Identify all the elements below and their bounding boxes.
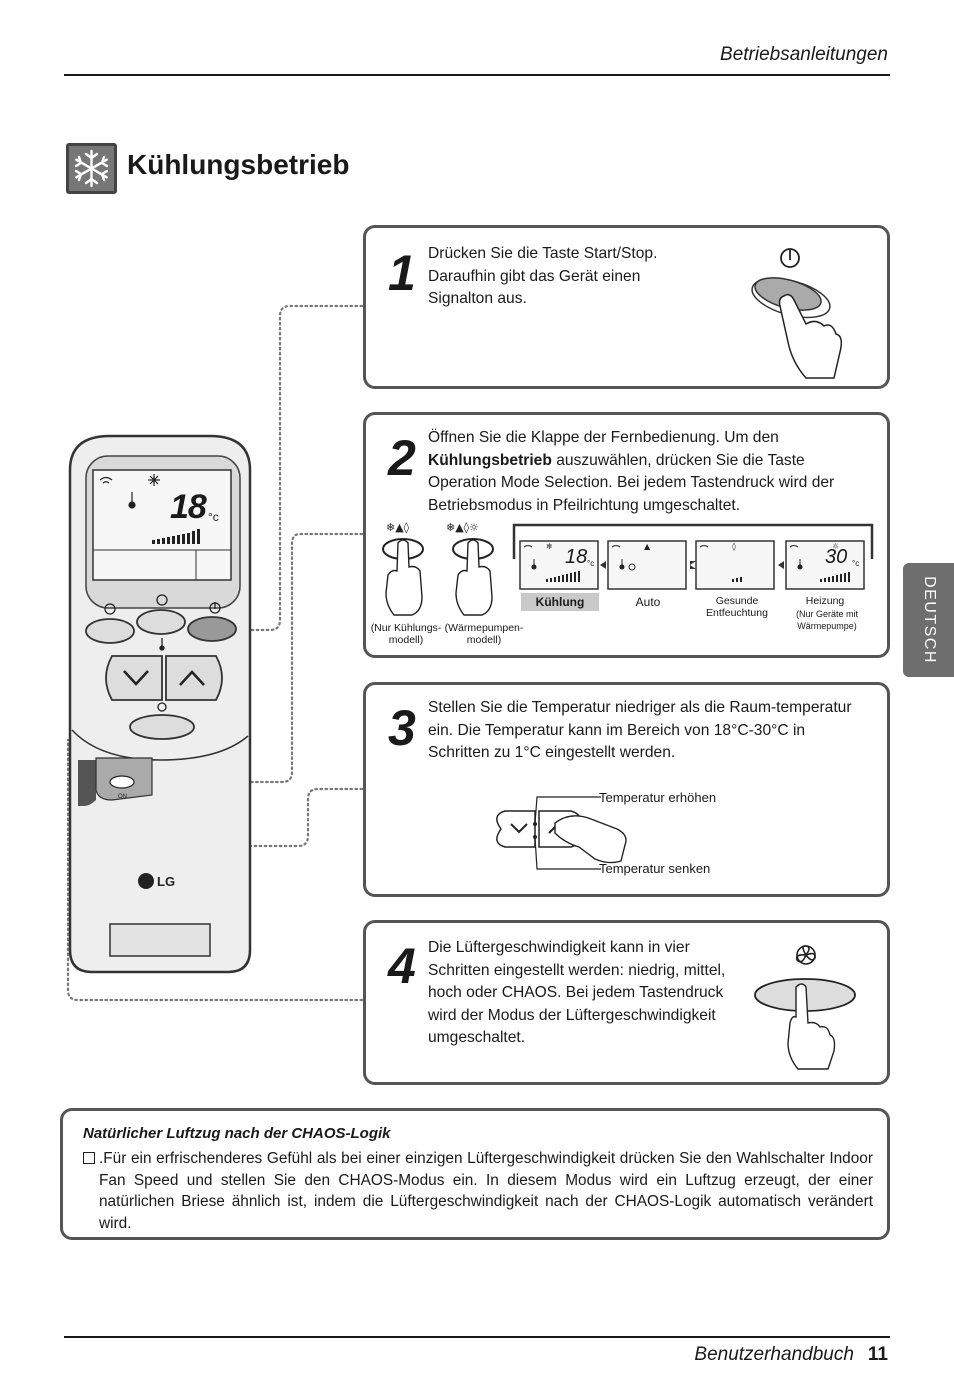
mode-icons-cooling-model: ❄▲◊: [386, 521, 410, 534]
caption-line: (Nur Kühlungs-: [370, 622, 442, 634]
svg-text:❄: ❄: [546, 542, 553, 551]
start-stop-button-hand-illustration: [751, 248, 843, 379]
fan-icon: [795, 945, 816, 965]
step-4-number: 4: [388, 938, 416, 994]
mode-label-cooling: Kühlung: [521, 593, 599, 611]
step-3-text: Stellen Sie die Temperatur niedriger als…: [428, 697, 852, 765]
svg-text:◊: ◊: [732, 542, 736, 551]
step-1-number: 1: [388, 245, 416, 301]
svg-text:▲: ▲: [644, 542, 651, 551]
mode-heating-temp: 30: [825, 546, 848, 568]
temperature-up-label: Temperatur erhöhen: [599, 790, 717, 805]
header-rule: [64, 74, 890, 76]
step-2-box: 2 Öffnen Sie die Klappe der Fernbedienun…: [363, 412, 890, 658]
step-2-line: Betriebsmodus in Pfeilrichtung umgeschal…: [428, 496, 741, 514]
note-title: Natürlicher Luftzug nach der CHAOS-Logik: [83, 1125, 391, 1142]
step-1-line: Drücken Sie die Taste Start/Stop.: [428, 245, 658, 262]
step-2-line: Öffnen Sie die Klappe der Fernbedienung.…: [428, 429, 779, 446]
step-1-box: 1 Drücken Sie die Taste Start/Stop. Dara…: [363, 225, 890, 389]
remote-display-unit: °c: [208, 510, 219, 524]
step-4-line: wird der Modus der Lüftergeschwindigkeit: [428, 1006, 716, 1024]
step-3-box: 3 Stellen Sie die Temperatur niedriger a…: [363, 682, 890, 897]
note-text: .Für ein erfrischenderes Gefühl als bei …: [99, 1150, 873, 1232]
step-4-line: Schritten eingestellt werden: niedrig, m…: [428, 961, 726, 979]
snowflake-icon: [66, 143, 117, 194]
page-title: Kühlungsbetrieb: [127, 149, 350, 180]
remote-brand-logo: LG: [157, 874, 175, 889]
button-caption-heatpump-model: (Wärmepumpen- modell): [444, 622, 524, 646]
step-4-box: 4 Die Lüftergeschwindigkeit kann in vier…: [363, 920, 890, 1085]
footer-rule: [64, 1336, 890, 1338]
mode-label-auto: Auto: [635, 595, 661, 609]
mode-cycle-diagram: ❄ ▲ ◊ ☼: [512, 523, 874, 590]
step-1-text: Drücken Sie die Taste Start/Stop. Darauf…: [428, 243, 657, 311]
temperature-down-label: Temperatur senken: [599, 861, 711, 876]
language-tab: DEUTSCH: [903, 563, 954, 677]
mode-icons-heatpump-model: ❄▲◊☼: [446, 521, 479, 534]
mode-cooling-unit: °c: [587, 559, 595, 568]
step-1-line: Daraufhin gibt das Gerät einen: [428, 267, 641, 285]
step-2-line: Operation Mode Selection. Bei jedem Tast…: [428, 474, 835, 491]
mode-heating-unit: °c: [852, 559, 860, 568]
header-section-title: Betriebsanleitungen: [720, 44, 888, 65]
step-3-line: Stellen Sie die Temperatur niedriger als…: [428, 699, 852, 716]
temperature-buttons-illustration: [496, 796, 627, 870]
step-3-number: 3: [388, 700, 416, 756]
footer: Benutzerhandbuch 11: [694, 1344, 888, 1366]
button-caption-cooling-model: (Nur Kühlungs- modell): [370, 622, 442, 646]
footer-label: Benutzerhandbuch: [694, 1344, 854, 1365]
checkbox-bullet-icon: [83, 1152, 95, 1164]
step-4-line: Die Lüftergeschwindigkeit kann in vier: [428, 939, 690, 956]
svg-text:☼: ☼: [832, 542, 839, 551]
step-2-bold-term: Kühlungsbetrieb: [428, 451, 552, 469]
page-number: 11: [867, 1344, 888, 1365]
caption-line: modell): [466, 634, 502, 646]
chaos-logic-note: Natürlicher Luftzug nach der CHAOS-Logik…: [60, 1108, 890, 1240]
remote-on-label: ON: [118, 794, 127, 800]
caption-line: modell): [388, 634, 424, 646]
step-4-line: hoch oder CHAOS. Bei jedem Tastendruck: [428, 984, 724, 1001]
power-icon: [780, 248, 800, 268]
step-2-text: Öffnen Sie die Klappe der Fernbedienung.…: [428, 427, 834, 517]
mode-label-heating-note: (Nur Geräte mit Wärmepumpe): [795, 609, 858, 631]
step-3-line: Schritten zu 1°C eingestellt werden.: [428, 744, 676, 761]
caption-line: (Wärmepumpen-: [444, 622, 524, 634]
mode-label-heating: Heizung: [805, 595, 845, 607]
step-4-text: Die Lüftergeschwindigkeit kann in vier S…: [428, 937, 725, 1050]
mode-cooling-temp: 18: [565, 546, 588, 568]
mode-buttons-illustration: ❄▲◊ ❄▲◊☼: [382, 521, 494, 616]
step-4-line: umgeschaltet.: [428, 1029, 526, 1046]
step-2-line: auszuwählen, drücken Sie die Taste: [551, 451, 805, 469]
remote-display-temperature: 18: [170, 488, 207, 526]
mode-label-dehumidify: Gesunde Entfeuchtung: [706, 595, 768, 619]
step-2-number: 2: [388, 430, 416, 486]
step-3-line: ein. Die Temperatur kann im Bereich von …: [428, 721, 806, 739]
fan-speed-button-hand-illustration: [754, 945, 856, 1070]
step-1-line: Signalton aus.: [428, 290, 527, 307]
